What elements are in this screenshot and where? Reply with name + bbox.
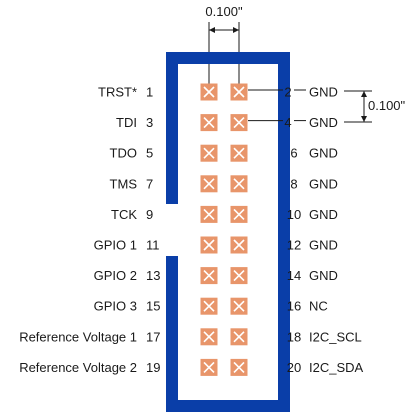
pin-pad-mark xyxy=(233,86,245,98)
right-pin-number: 4 xyxy=(284,115,291,130)
right-pin-number: 12 xyxy=(287,238,301,253)
left-pin-name: GPIO 2 xyxy=(94,268,137,283)
left-pin-name: TDO xyxy=(110,146,137,161)
pin-pad-mark xyxy=(233,270,245,282)
right-pin-number: 6 xyxy=(290,146,297,161)
right-pin-name: GND xyxy=(309,115,338,130)
left-pin-name: Reference Voltage 2 xyxy=(19,360,137,375)
left-pin-number: 19 xyxy=(146,360,160,375)
pin-pad-mark xyxy=(203,208,215,220)
top-pitch-arrowhead-left xyxy=(209,27,215,33)
left-pin-number: 9 xyxy=(146,207,153,222)
pin-pad-mark xyxy=(233,208,245,220)
side-pitch-arrowhead-bottom xyxy=(361,116,367,122)
pin-pad-mark xyxy=(233,361,245,373)
right-pin-number: 20 xyxy=(287,360,301,375)
left-pin-name: Reference Voltage 1 xyxy=(19,329,137,344)
right-pin-name: GND xyxy=(309,146,338,161)
left-pin-name: TMS xyxy=(110,176,138,191)
left-pin-number: 7 xyxy=(146,176,153,191)
right-pin-number: 16 xyxy=(287,299,301,314)
left-pin-number: 3 xyxy=(146,115,153,130)
left-pin-name: GPIO 1 xyxy=(94,238,137,253)
left-pin-number: 5 xyxy=(146,146,153,161)
pin-pad-mark xyxy=(203,300,215,312)
pin-pad-mark xyxy=(203,117,215,129)
pin-pad-mark xyxy=(233,117,245,129)
left-pin-number: 1 xyxy=(146,85,153,100)
pin-pads xyxy=(200,83,248,376)
right-pin-name: GND xyxy=(309,268,338,283)
left-pin-number: 13 xyxy=(146,268,160,283)
top-pitch-dimension: 0.100" xyxy=(205,4,243,86)
left-pin-number: 15 xyxy=(146,299,160,314)
right-pin-number: 14 xyxy=(287,268,301,283)
left-pin-name: TCK xyxy=(111,207,137,222)
pin-pad-mark xyxy=(203,361,215,373)
right-pin-name: GND xyxy=(309,176,338,191)
side-pitch-dimension: 0.100" xyxy=(344,90,406,123)
pin-pad-mark xyxy=(233,331,245,343)
right-pin-number: 2 xyxy=(284,85,291,100)
right-pin-name: I2C_SDA xyxy=(309,360,364,375)
connector-housing xyxy=(166,52,290,412)
side-pitch-label: 0.100" xyxy=(368,98,406,113)
left-pin-name: TRST* xyxy=(98,85,137,100)
right-pin-name: I2C_SCL xyxy=(309,329,362,344)
left-pin-name: TDI xyxy=(116,115,137,130)
left-pin-name: GPIO 3 xyxy=(94,299,137,314)
side-pitch-arrowhead-top xyxy=(361,91,367,97)
pin-pad-mark xyxy=(203,86,215,98)
pin-pad-mark xyxy=(203,178,215,190)
right-pin-name: GND xyxy=(309,207,338,222)
right-pin-number: 18 xyxy=(287,329,301,344)
pin-pad-mark xyxy=(233,147,245,159)
right-pin-name: GND xyxy=(309,85,338,100)
pin-pad-mark xyxy=(203,239,215,251)
right-pin-number: 10 xyxy=(287,207,301,222)
left-pin-number: 11 xyxy=(146,238,160,253)
right-pin-number: 8 xyxy=(290,176,297,191)
pin-pad-mark xyxy=(203,270,215,282)
pin-pad-mark xyxy=(233,239,245,251)
right-pin-name: NC xyxy=(309,299,328,314)
pin-pad-mark xyxy=(233,178,245,190)
right-pin-name: GND xyxy=(309,238,338,253)
top-pitch-label: 0.100" xyxy=(205,4,243,19)
top-pitch-arrowhead-right xyxy=(233,27,239,33)
pin-pad-mark xyxy=(203,331,215,343)
pin-pad-mark xyxy=(203,147,215,159)
pin-pad-mark xyxy=(233,300,245,312)
left-pin-number: 17 xyxy=(146,329,160,344)
